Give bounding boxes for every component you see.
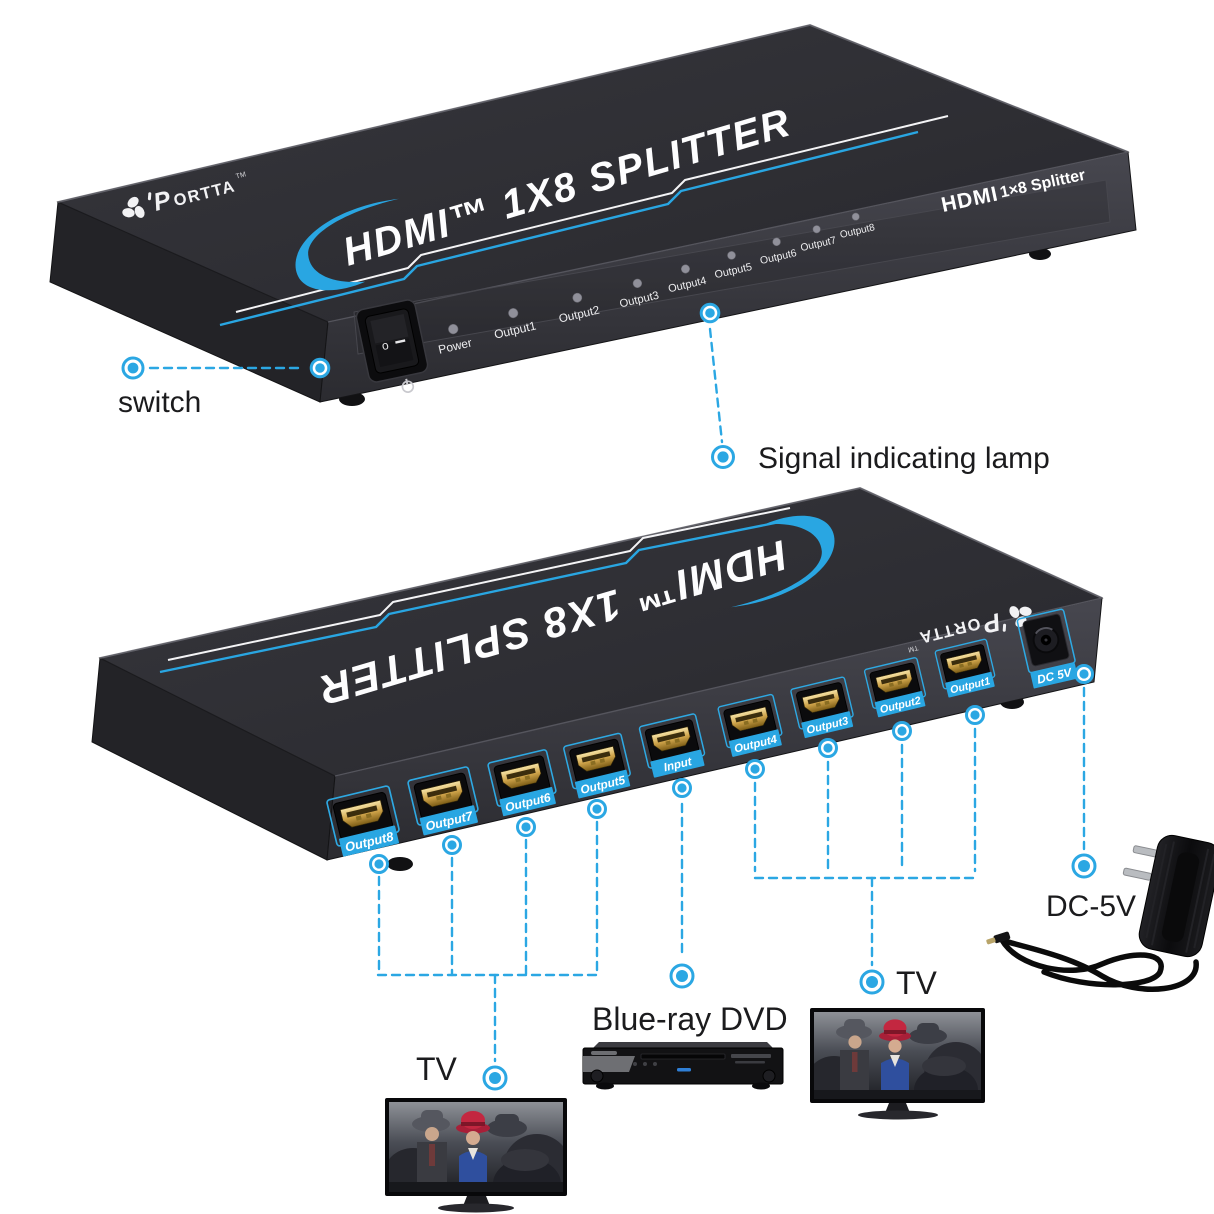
player-foot xyxy=(596,1082,614,1090)
edge-bevel xyxy=(334,597,1103,777)
marker-output6 xyxy=(516,817,536,837)
logo-p: P xyxy=(151,186,174,217)
logo-p: P xyxy=(980,607,1003,638)
deco-line-blue xyxy=(159,516,801,674)
callout-markers xyxy=(121,302,1097,1091)
power-icon xyxy=(401,378,415,393)
marker-switch-device xyxy=(309,357,331,379)
marker-output4 xyxy=(745,759,765,779)
hdmi-port-input: Input xyxy=(638,713,706,778)
tv-stand xyxy=(858,1103,938,1120)
tv-screen xyxy=(389,1102,563,1192)
edge-highlight xyxy=(57,24,1129,203)
marker-tv-left xyxy=(482,1065,508,1091)
deco-line-blue xyxy=(219,130,919,327)
annotation-dc: DC-5V xyxy=(1046,890,1136,923)
red-hat-woman xyxy=(456,1111,490,1192)
marker-signal-lamp-label xyxy=(711,445,735,469)
annotation-switch: switch xyxy=(118,386,201,419)
jack-pin xyxy=(1044,638,1048,642)
player-brand-mark xyxy=(591,1051,617,1055)
marker-blu-ray xyxy=(669,963,695,989)
logo-apostrophe xyxy=(147,192,152,201)
deco-line-white xyxy=(167,507,791,661)
annotation-tv-right: TV xyxy=(896,965,938,1001)
adapter-face xyxy=(1161,852,1200,942)
player-knob xyxy=(590,1069,604,1083)
marker-output3 xyxy=(818,738,838,758)
front-recess xyxy=(353,179,1111,355)
power-adapter-image xyxy=(986,834,1214,992)
figure-face xyxy=(848,1035,862,1049)
player-top xyxy=(593,1042,773,1048)
marker-dc-device xyxy=(1074,664,1094,684)
swoosh-icon xyxy=(731,515,835,608)
power-switch: o xyxy=(355,299,429,393)
disc-tray xyxy=(640,1053,726,1060)
switch-on-mark xyxy=(395,339,406,344)
hdmi-port-output8: Output8 xyxy=(326,785,400,857)
hdmi-port-output4: Output4 xyxy=(717,693,783,757)
red-hat-woman xyxy=(879,1019,911,1099)
splitter-top-view: P ORTTA TM HDMI™ 1X8 SPLITTER o Power xyxy=(49,24,1137,406)
edge-highlight xyxy=(99,487,1103,659)
tv-stand xyxy=(438,1196,514,1213)
tv-image-right xyxy=(810,1008,985,1120)
dc-plug-tip xyxy=(986,931,1011,945)
player-knob xyxy=(762,1069,776,1083)
callout-line-signal-lamp xyxy=(708,327,724,444)
marker-output7 xyxy=(442,835,462,855)
annotation-signal-lamp: Signal indicating lamp xyxy=(758,442,1050,475)
logo-apostrophe xyxy=(1002,623,1007,632)
switch-off-mark: o xyxy=(380,338,390,353)
adapter-body-group xyxy=(1122,834,1214,958)
logo-tm: TM xyxy=(235,171,247,180)
tv-image-left xyxy=(385,1098,567,1213)
clover-icon xyxy=(122,196,145,218)
hdmi-port-output5: Output5 xyxy=(563,732,631,799)
player-display xyxy=(731,1054,771,1058)
marker-switch-label xyxy=(121,356,145,380)
player-foot xyxy=(752,1082,770,1090)
splitter-rear-view: HDMI™ 1X8 SPLITTER P ORTTA TM Output8 xyxy=(91,487,1104,871)
marker-input xyxy=(672,778,692,798)
marker-output8 xyxy=(369,854,389,874)
blu-ray-player-image xyxy=(582,1042,784,1090)
figure-face xyxy=(425,1127,439,1141)
device-foot xyxy=(387,857,413,871)
swoosh-icon xyxy=(295,198,399,291)
annotation-blu-ray: Blue-ray DVD xyxy=(592,1001,788,1037)
callouts: switch Signal indicating lamp TV Blue-ra… xyxy=(118,302,1136,1091)
dc-power-jack: DC 5V xyxy=(1016,608,1079,689)
marker-output2 xyxy=(892,721,912,741)
tv-screen xyxy=(814,1012,981,1099)
plug-prong xyxy=(1122,867,1152,881)
deco-line-white xyxy=(235,115,949,313)
marker-output5 xyxy=(587,799,607,819)
adapter-ridges xyxy=(1145,841,1214,953)
marker-signal-lamp-device xyxy=(699,302,721,324)
marker-output1 xyxy=(965,705,985,725)
player-silver-band xyxy=(583,1056,635,1072)
adapter-cable xyxy=(995,934,1199,992)
jack-highlight xyxy=(1034,627,1053,635)
switch-rocker-bottom xyxy=(375,338,414,368)
marker-dc-label xyxy=(1071,853,1097,879)
port-label-chip: Input xyxy=(650,749,705,778)
switch-rocker-top xyxy=(370,313,409,344)
marker-tv-right xyxy=(859,969,885,995)
annotation-tv-left: TV xyxy=(416,1051,458,1087)
player-blue-led xyxy=(677,1068,691,1072)
logo-tm: TM xyxy=(907,643,919,652)
port-label-chip: DC 5V xyxy=(1030,662,1079,689)
